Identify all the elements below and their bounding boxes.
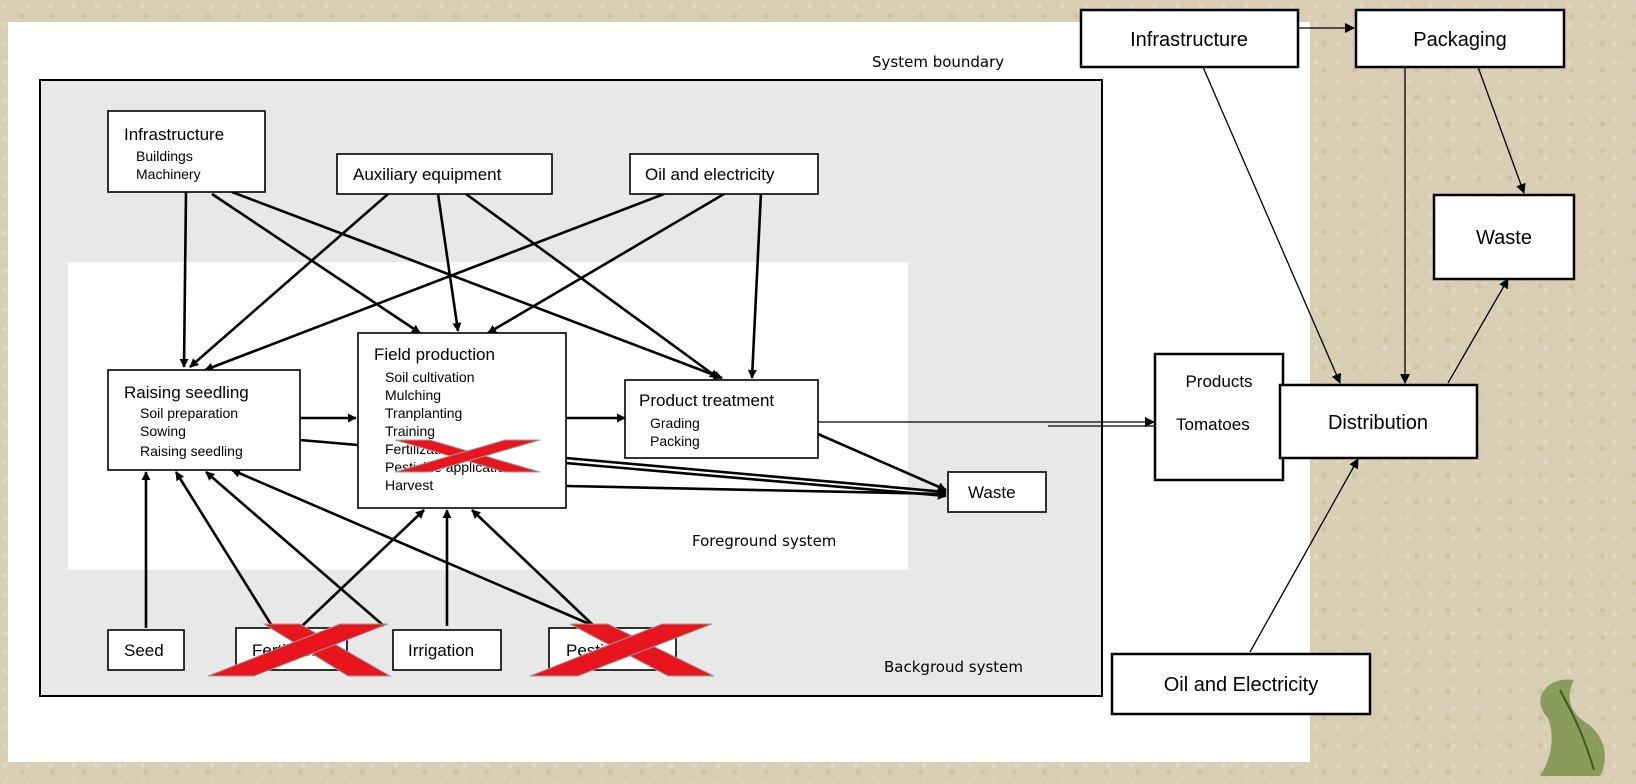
node-raising-seedling: Raising seedling Soil preparation Sowing… bbox=[107, 369, 301, 471]
svg-text:Tranplanting: Tranplanting bbox=[385, 405, 462, 421]
svg-text:Seed: Seed bbox=[124, 641, 164, 660]
left-arrows bbox=[141, 190, 947, 628]
node-waste-left: Waste bbox=[947, 471, 1047, 513]
node-product-treatment: Product treatment Grading Packing bbox=[624, 379, 819, 459]
svg-text:Product treatment: Product treatment bbox=[639, 391, 774, 410]
svg-text:Oil and Electricity: Oil and Electricity bbox=[1164, 674, 1319, 696]
svg-text:Packing: Packing bbox=[650, 433, 700, 449]
node-irrigation: Irrigation bbox=[392, 629, 502, 671]
svg-text:Machinery: Machinery bbox=[136, 166, 201, 182]
svg-text:Distribution: Distribution bbox=[1328, 412, 1428, 434]
svg-text:Field production: Field production bbox=[374, 345, 495, 364]
svg-text:Harvest: Harvest bbox=[385, 477, 433, 493]
svg-text:Soil preparation: Soil preparation bbox=[140, 405, 238, 421]
svg-text:Grading: Grading bbox=[650, 415, 700, 431]
svg-text:Raising seedling: Raising seedling bbox=[140, 443, 243, 459]
svg-text:Infrastructure: Infrastructure bbox=[1130, 29, 1248, 51]
foreground-system-label: Foreground system bbox=[692, 532, 836, 550]
svg-text:Infrastructure: Infrastructure bbox=[124, 125, 224, 144]
svg-text:Soil cultivation: Soil cultivation bbox=[385, 369, 475, 385]
svg-text:Raising seedling: Raising seedling bbox=[124, 383, 249, 402]
node-distribution: Distribution bbox=[1278, 383, 1479, 460]
node-products: Products Tomatoes bbox=[1153, 352, 1285, 482]
node-infrastructure-right: Infrastructure bbox=[1079, 8, 1300, 69]
node-oil-electricity-left: Oil and electricity bbox=[629, 153, 819, 195]
svg-text:Products: Products bbox=[1185, 372, 1252, 391]
node-infrastructure-left: Infrastructure Buildings Machinery bbox=[107, 110, 266, 193]
system-boundary-label: System boundary bbox=[872, 53, 1004, 71]
svg-text:Oil and electricity: Oil and electricity bbox=[645, 165, 775, 184]
node-oil-electricity-right: Oil and Electricity bbox=[1110, 652, 1372, 716]
cross-out-fertilization bbox=[394, 439, 541, 473]
svg-text:Mulching: Mulching bbox=[385, 387, 441, 403]
node-seed: Seed bbox=[107, 629, 185, 671]
svg-text:Waste: Waste bbox=[1476, 227, 1532, 249]
background-system-label: Backgroud system bbox=[884, 658, 1023, 676]
cross-out-fertilizer bbox=[207, 623, 392, 677]
node-auxiliary-equipment: Auxiliary equipment bbox=[336, 153, 553, 195]
node-field-production: Field production Soil cultivation Mulchi… bbox=[357, 332, 567, 509]
svg-text:Auxiliary equipment: Auxiliary equipment bbox=[353, 165, 502, 184]
svg-text:Packaging: Packaging bbox=[1413, 29, 1506, 51]
cross-out-pesticide bbox=[529, 623, 715, 677]
node-waste-right: Waste bbox=[1432, 193, 1576, 281]
svg-text:Training: Training bbox=[385, 423, 435, 439]
svg-text:Tomatoes: Tomatoes bbox=[1176, 415, 1250, 434]
svg-text:Sowing: Sowing bbox=[140, 423, 186, 439]
node-packaging: Packaging bbox=[1354, 8, 1566, 69]
svg-text:Waste: Waste bbox=[968, 483, 1016, 502]
svg-text:Irrigation: Irrigation bbox=[408, 641, 474, 660]
leaf-ornament bbox=[1540, 679, 1605, 776]
svg-text:Buildings: Buildings bbox=[136, 148, 193, 164]
